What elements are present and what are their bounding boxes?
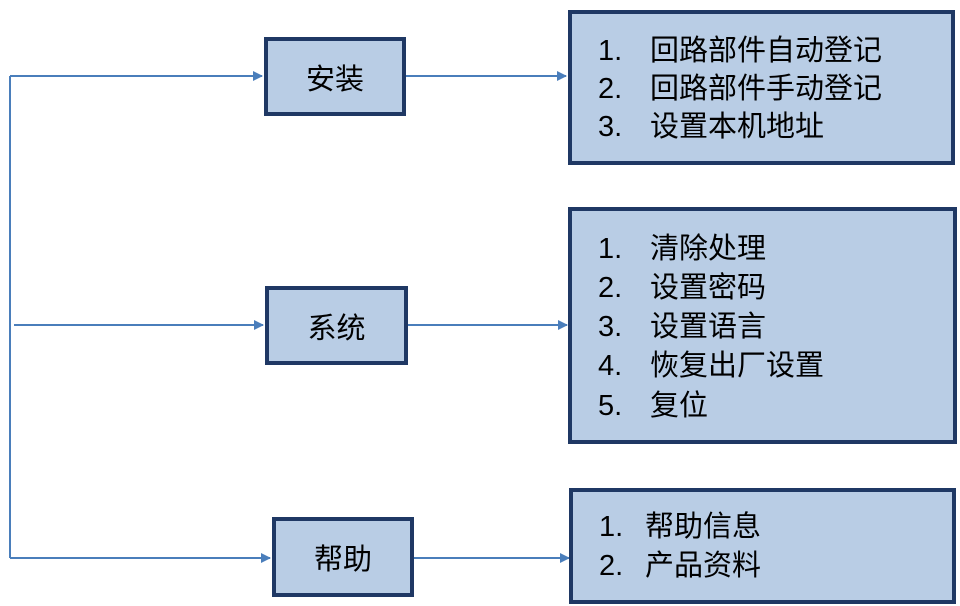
list-item: 1. 帮助信息 — [599, 508, 761, 544]
list-item: 2. 设置密码 — [598, 269, 766, 305]
list-item-number: 3. — [598, 311, 623, 343]
list-item-number: 2. — [598, 73, 623, 105]
list-item-text: 清除处理 — [650, 231, 767, 265]
node-help: 帮助 — [272, 517, 414, 597]
system-list: 1. 清除处理 2. 设置密码 3. 设置语言 4. 恢复出厂设置 5. 复位 — [568, 207, 957, 444]
node-system-label: 系统 — [307, 310, 366, 345]
node-install: 安装 — [264, 37, 406, 116]
install-list: 1. 回路部件自动登记 2. 回路部件手动登记 3. 设置本机地址 — [568, 10, 955, 165]
list-item-number: 1. — [598, 35, 623, 67]
list-item-text: 设置密码 — [650, 270, 767, 304]
list-item-number: 3. — [598, 111, 623, 143]
list-item-number: 2. — [599, 550, 624, 582]
list-item: 5. 复位 — [598, 387, 708, 423]
list-item-text: 设置语言 — [650, 309, 767, 343]
list-item: 4. 恢复出厂设置 — [598, 347, 824, 383]
list-item-number: 4. — [598, 350, 623, 382]
help-list: 1. 帮助信息 2. 产品资料 — [569, 488, 956, 604]
list-item-text: 帮助信息 — [645, 509, 762, 543]
node-install-label: 安装 — [305, 61, 364, 96]
list-item: 3. 设置本机地址 — [598, 108, 824, 144]
list-item-text: 恢复出厂设置 — [650, 348, 825, 382]
node-help-label: 帮助 — [313, 542, 372, 576]
list-item: 1. 回路部件自动登记 — [598, 32, 882, 68]
list-item-text: 产品资料 — [645, 548, 762, 582]
node-system: 系统 — [265, 286, 408, 365]
list-item: 1. 清除处理 — [598, 230, 766, 266]
list-item-text: 回路部件手动登记 — [650, 71, 883, 105]
list-item-number: 1. — [598, 233, 623, 265]
list-item-text: 设置本机地址 — [650, 109, 825, 143]
list-item-number: 1. — [599, 511, 624, 543]
list-item-text: 复位 — [650, 388, 709, 422]
list-item-text: 回路部件自动登记 — [650, 33, 883, 67]
list-item: 3. 设置语言 — [598, 308, 766, 344]
list-item: 2. 产品资料 — [599, 547, 761, 583]
list-item-number: 5. — [598, 390, 623, 422]
list-item: 2. 回路部件手动登记 — [598, 70, 882, 106]
list-item-number: 2. — [598, 272, 623, 304]
